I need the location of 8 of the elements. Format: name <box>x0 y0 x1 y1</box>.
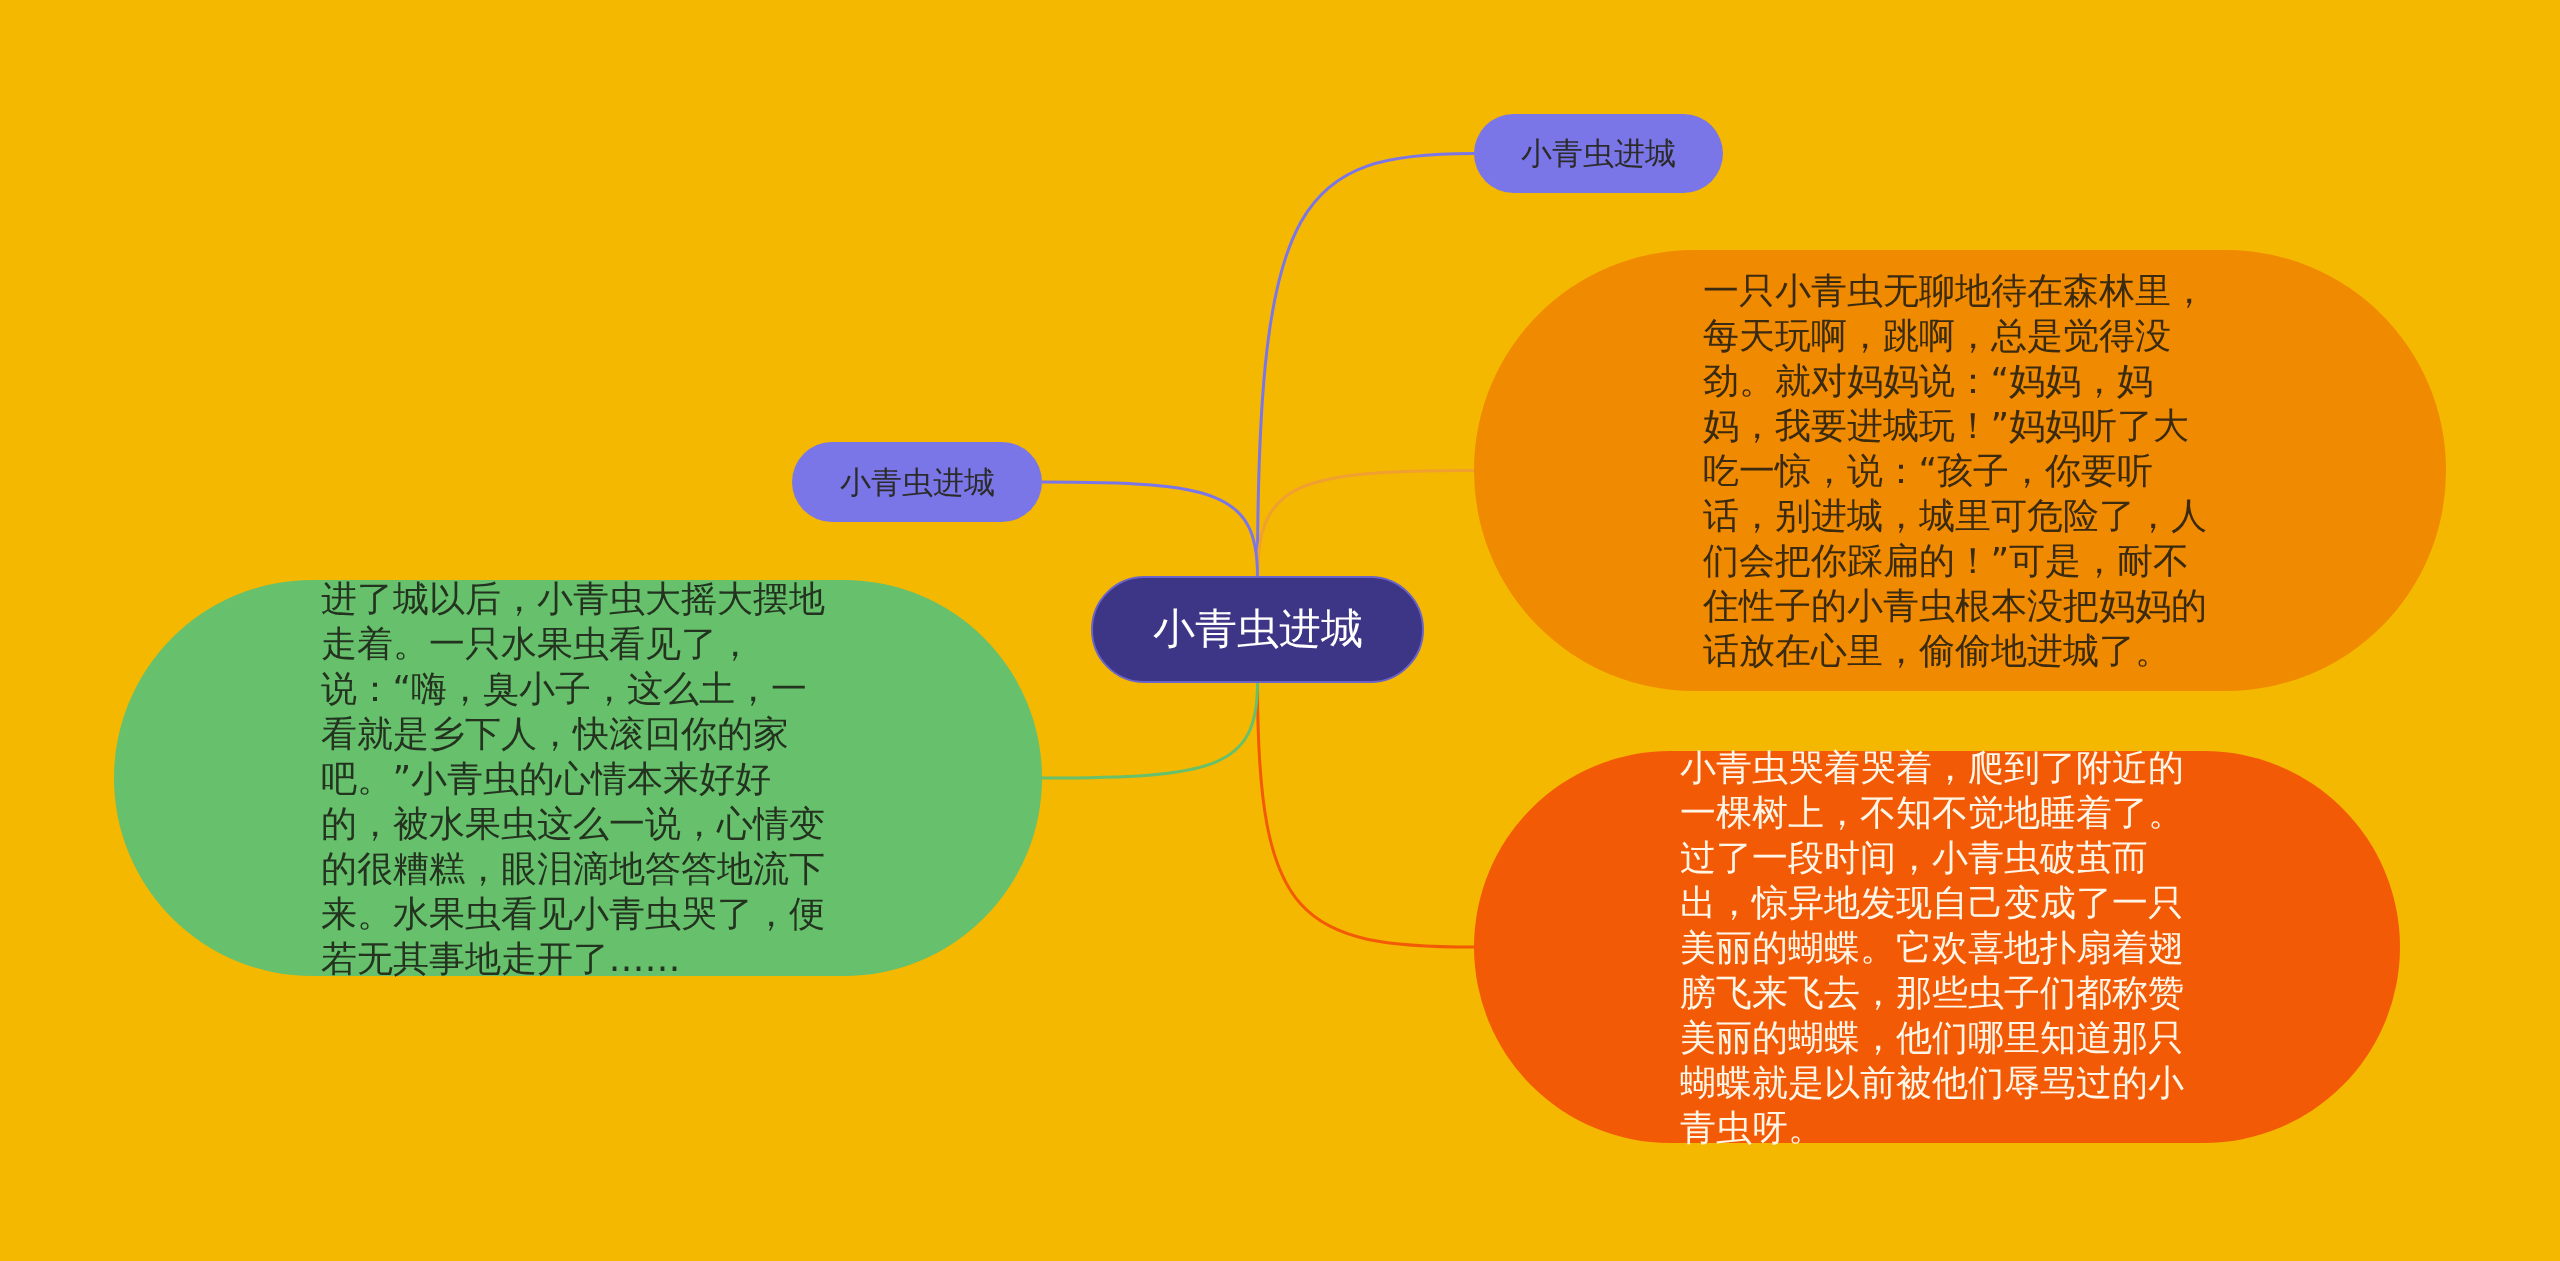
topic-label: 小青虫进城 <box>1152 603 1363 656</box>
topic-label: 小青虫进城 <box>1521 134 1676 173</box>
story-text: 一只小青虫无聊地待在森林里，每天玩啊，跳啊，总是觉得没劲。就对妈妈说：“妈妈，妈妈，我要进城玩！”妈妈听了大吃一惊，说：“孩子，你要听话，别进城，城里可危险了，人们会把你踩扁的！”可是，耐不住性子的小青虫根本没把妈妈的话放在心里，偷偷地进城了。 <box>1702 269 2208 673</box>
connector-line <box>1042 480 1259 577</box>
story-text: 进了城以后，小青虫大摇大摆地走着。一只水果虫看见了，说：“嗨，臭小子，这么土，一看就是乡下人，快滚回你的家吧。”小青虫的心情本来好好的，被水果虫这么一说，心情变的很糟糕，眼泪滴地答答地流下来。水果虫看见小青虫哭了，便若无其事地走开了…… <box>320 576 826 981</box>
story-text: 小青虫哭着哭着，爬到了附近的一棵树上，不知不觉地睡着了。过了一段时间，小青虫破茧而出，惊异地发现自己变成了一只美丽的蝴蝶。它欢喜地扑扇着翅膀飞来飞去，那些虫子们都称赞美丽的蝴蝶，他们哪里知道那只蝴蝶就是以前被他们辱骂过的小青虫呀。 <box>1679 745 2185 1150</box>
topic-label: 小青虫进城 <box>839 462 995 502</box>
connector-line <box>1042 682 1259 780</box>
